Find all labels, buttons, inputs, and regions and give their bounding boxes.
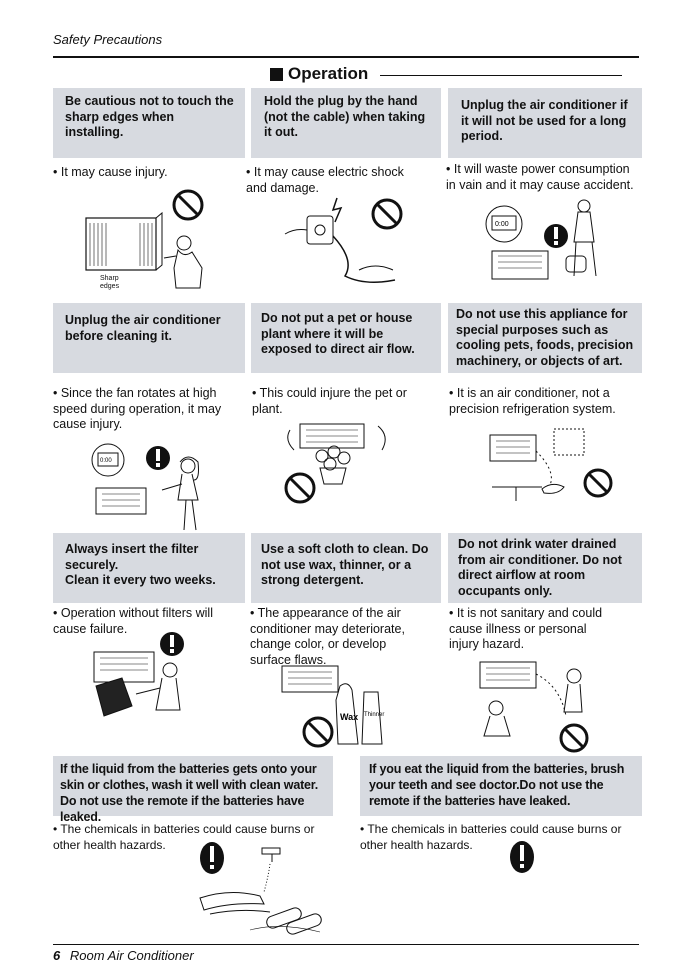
illustration-drain-water: [470, 656, 600, 754]
caution-box-soft-cloth: Use a soft cloth to clean. Do not use wa…: [251, 533, 441, 603]
svg-text:Sharp: Sharp: [100, 275, 119, 282]
svg-text:0:00: 0:00: [100, 458, 112, 464]
prohibited-icon: [559, 723, 589, 753]
caution-detail: • It is an air conditioner, not a precis…: [449, 386, 616, 416]
caution-box-filter: Always insert the filter securely. Clean…: [53, 533, 245, 603]
caution-detail: • The chemicals in batteries could cause…: [360, 822, 622, 852]
caution-detail: • It will waste power consumption in vai…: [446, 162, 634, 192]
footer-title: Room Air Conditioner: [69, 948, 194, 963]
caution-heading: Unplug the air conditioner before cleani…: [65, 313, 221, 343]
svg-text:Wax: Wax: [340, 712, 358, 722]
illustration-long-period: 0:00: [478, 196, 608, 286]
prohibited-icon: [583, 468, 613, 498]
caution-box-battery-skin: If the liquid from the batteries gets on…: [53, 756, 333, 824]
caution-detail: • This could injure the pet or plant.: [252, 386, 407, 416]
caution-detail: • It may cause injury.: [53, 165, 168, 179]
caution-box-unplug-cleaning: Unplug the air conditioner before cleani…: [53, 303, 245, 373]
illustration-plug: [275, 190, 415, 290]
caution-box-unplug-long: Unplug the air conditioner if it will no…: [448, 88, 642, 158]
illustration-filter: [86, 630, 206, 730]
caution-heading: Use a soft cloth to clean. Do not use wa…: [261, 542, 429, 587]
caution-detail: • The appearance of the air conditioner …: [250, 606, 405, 667]
illustration-soft-cloth: Wax Thinner: [278, 660, 393, 752]
svg-text:0:00: 0:00: [495, 221, 509, 228]
prohibited-icon: [172, 189, 204, 221]
caution-heading: Always insert the filter securely. Clean…: [65, 542, 216, 587]
caution-box-pet-plant: Do not put a pet or house plant where it…: [251, 303, 441, 373]
caution-box-sharp-edges: Be cautious not to touch the sharp edges…: [53, 88, 245, 158]
caution-heading: Be cautious not to touch the sharp edges…: [65, 94, 234, 139]
caution-box-battery-eat: If you eat the liquid from the batteries…: [360, 756, 642, 816]
prohibited-icon: [371, 198, 403, 230]
illustration-battery-eat: [505, 838, 539, 876]
illustration-cleaning: 0:00: [88, 440, 218, 532]
page-header-title: Safety Precautions: [53, 32, 163, 47]
section-heading: Operation: [270, 64, 623, 84]
section-title: Operation: [288, 64, 369, 83]
caution-heading: If you eat the liquid from the batteries…: [369, 762, 625, 808]
illustration-battery-wash: [190, 838, 340, 938]
illustration-special-purposes: [486, 425, 614, 505]
section-square-icon: [270, 67, 283, 81]
illustration-pet-plant: [282, 416, 397, 508]
caution-heading: Do not use this appliance for special pu…: [456, 307, 634, 368]
header-rule: [53, 56, 639, 58]
caution-detail: • Since the fan rotates at high speed du…: [53, 386, 222, 431]
section-rule: [380, 74, 623, 76]
caution-detail: • Operation without filters will cause f…: [53, 606, 213, 636]
caution-box-special-purposes: Do not use this appliance for special pu…: [448, 303, 642, 373]
caution-detail: • The chemicals in batteries could cause…: [53, 822, 315, 852]
caution-box-plug: Hold the plug by the hand (not the cable…: [251, 88, 441, 158]
caution-heading: Do not put a pet or house plant where it…: [261, 311, 415, 356]
page-footer: 6 Room Air Conditioner: [53, 948, 194, 963]
caution-heading: Do not drink water drained from air cond…: [458, 537, 622, 598]
illustration-sharp-edges: Sharp edges: [80, 188, 215, 293]
caution-box-drain-water: Do not drink water drained from air cond…: [448, 533, 642, 603]
page-number: 6: [53, 948, 61, 963]
prohibited-icon: [284, 472, 316, 504]
caution-heading: If the liquid from the batteries gets on…: [60, 762, 319, 824]
footer-rule: [53, 944, 639, 945]
svg-text:edges: edges: [100, 283, 120, 290]
caution-detail: • It is not sanitary and could cause ill…: [449, 606, 603, 651]
svg-text:Thinner: Thinner: [364, 712, 384, 718]
caution-heading: Hold the plug by the hand (not the cable…: [264, 94, 426, 139]
caution-detail: • It may cause electric shock and damage…: [246, 165, 404, 195]
caution-heading: Unplug the air conditioner if it will no…: [461, 98, 628, 143]
prohibited-icon: [302, 716, 334, 748]
